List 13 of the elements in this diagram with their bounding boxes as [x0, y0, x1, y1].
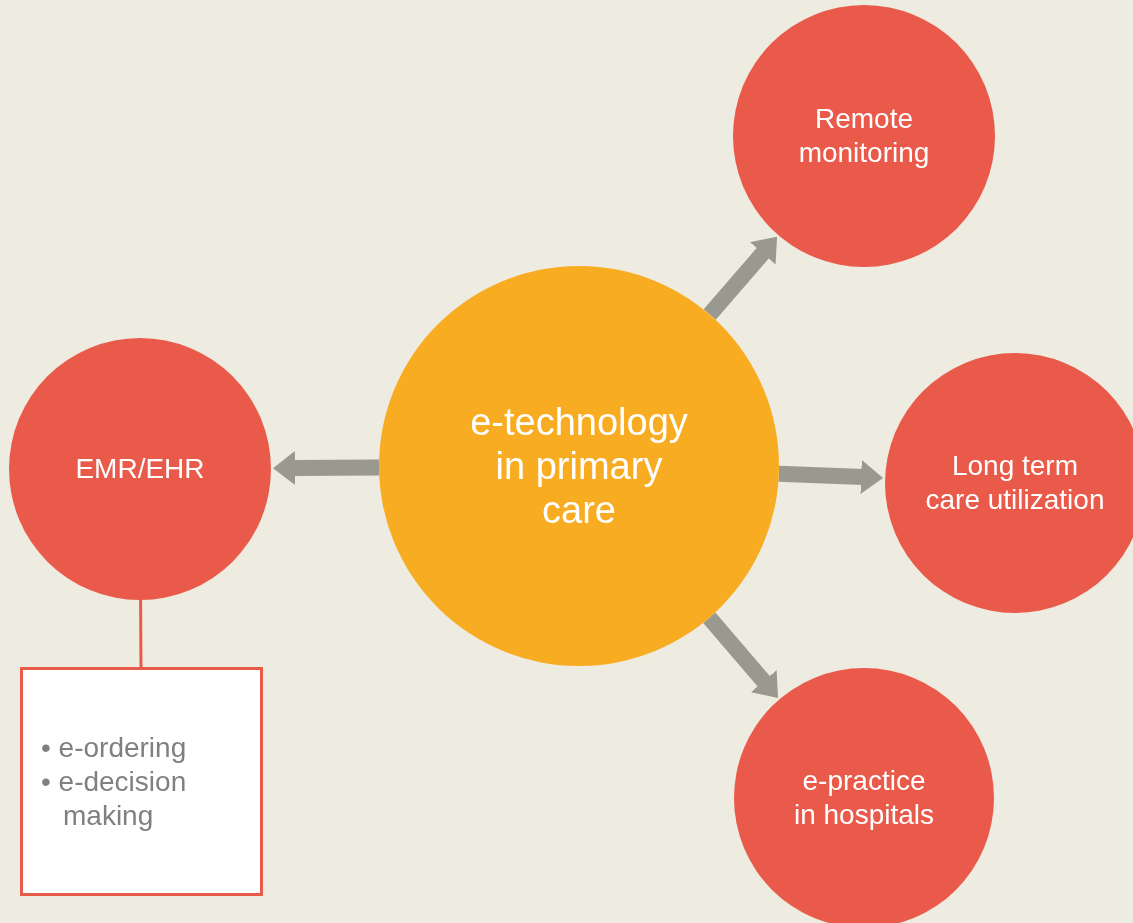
connector-line	[139, 600, 143, 667]
bullet-text: • e-ordering	[41, 731, 187, 763]
arrow	[703, 612, 779, 698]
circle-label: Remote monitoring	[797, 102, 931, 170]
circle-label: Long term care utilization	[925, 449, 1105, 517]
circle-label: e-technology in primary care	[469, 400, 689, 532]
note-card	[20, 667, 263, 896]
circle-label: e-practice in hospitals	[792, 764, 936, 832]
arrow	[778, 460, 884, 494]
arrow	[703, 236, 778, 320]
bullet-text: • e-decision making	[41, 765, 187, 831]
arrow	[273, 451, 380, 485]
circle-label: EMR/EHR	[75, 452, 205, 486]
